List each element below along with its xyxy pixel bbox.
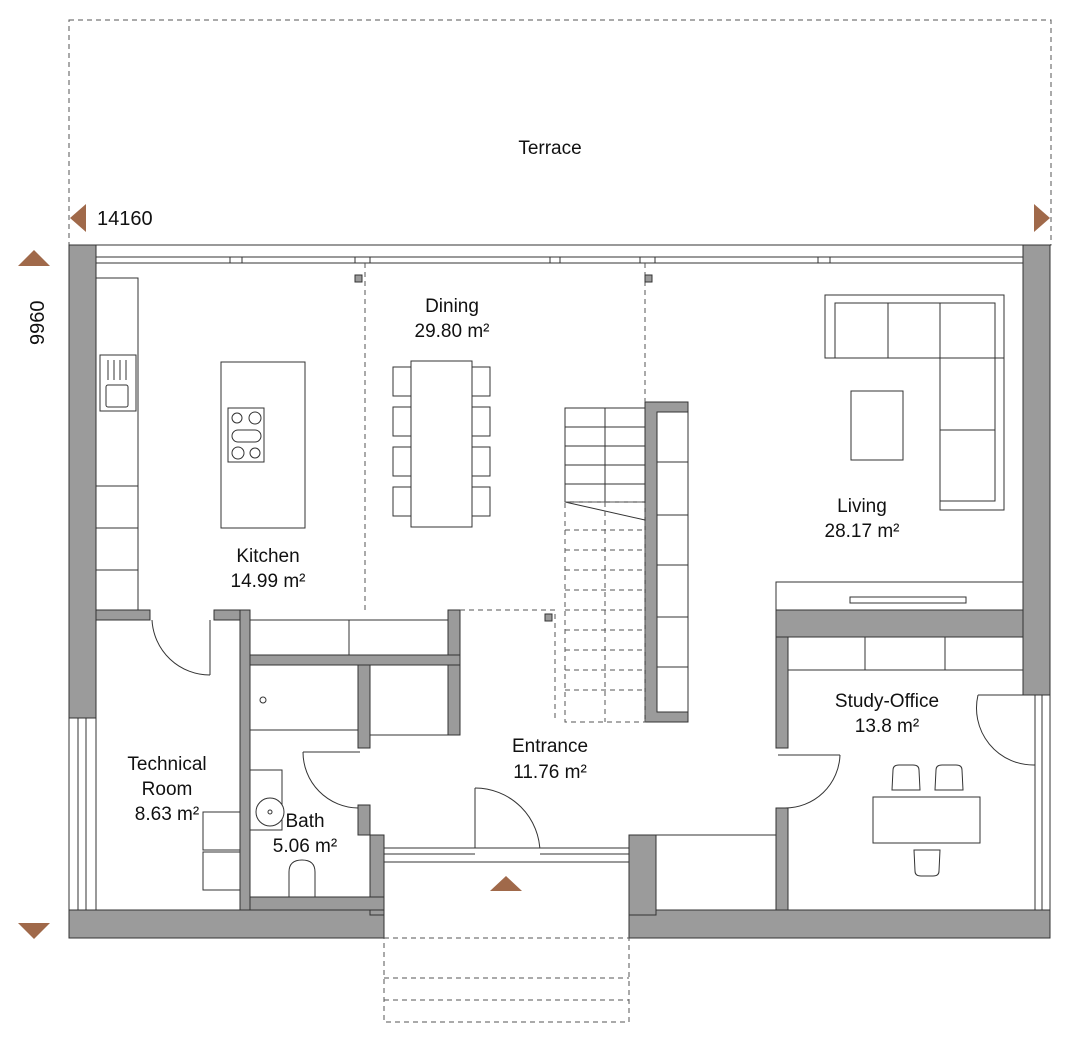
entrance-area: 11.76 m² <box>513 762 587 783</box>
kitchen-counter <box>95 277 139 611</box>
entrance-label: Entrance <box>512 736 588 757</box>
technical-cabinets <box>202 811 241 891</box>
living-area: 28.17 m² <box>825 521 900 542</box>
sink-icon <box>99 354 137 412</box>
bath-area: 5.06 m² <box>273 836 337 857</box>
staircase <box>564 407 646 723</box>
kitchen-area: 14.99 m² <box>231 571 306 592</box>
terrace-outline <box>68 19 1052 246</box>
terrace-window-wall <box>69 244 1051 264</box>
doors <box>151 619 541 854</box>
coffee-table <box>850 390 904 461</box>
exterior-walls <box>68 244 1051 939</box>
dimension-arrow-right-icon <box>1034 204 1050 232</box>
study-cabinets <box>787 636 1024 671</box>
study-label: Study-Office <box>835 691 939 712</box>
zone-dividers <box>354 263 653 722</box>
front-window <box>383 847 630 863</box>
stair-wall-panels <box>657 461 688 668</box>
kitchen-label: Kitchen <box>236 546 299 567</box>
technical-label-line2: Room <box>142 779 193 800</box>
cooktop-icon <box>227 407 265 463</box>
width-dimension: 14160 <box>97 208 153 230</box>
technical-label-line1: Technical <box>127 754 206 775</box>
desk <box>872 764 981 877</box>
study-doors <box>778 694 1036 809</box>
entry-arrow-icon <box>490 876 522 891</box>
dining-area: 29.80 m² <box>415 321 490 342</box>
bath-fixtures <box>249 769 316 898</box>
technical-area: 8.63 m² <box>135 804 199 825</box>
depth-dimension: 9960 <box>27 301 49 346</box>
study-area: 13.8 m² <box>855 716 919 737</box>
side-windows <box>68 694 1051 911</box>
dining-label: Dining <box>425 296 479 317</box>
dimension-arrow-up-icon <box>18 250 50 266</box>
bath-label: Bath <box>285 811 324 832</box>
fireplace-sideboard <box>775 581 1024 611</box>
living-label: Living <box>837 496 887 517</box>
dining-table <box>392 360 491 528</box>
storage-cabinets <box>249 619 449 736</box>
dimension-arrow-left-icon <box>70 204 86 232</box>
terrace-label: Terrace <box>518 138 581 159</box>
sofa <box>824 294 1005 511</box>
entry-steps <box>383 937 630 1023</box>
dimension-arrow-down-icon <box>18 923 50 939</box>
